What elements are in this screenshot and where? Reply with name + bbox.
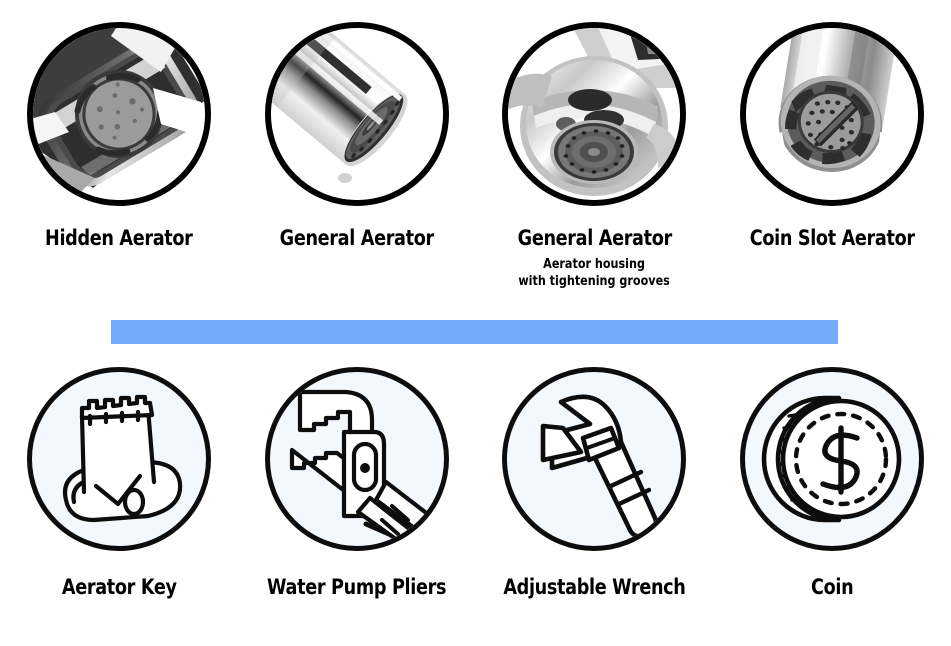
aerator-item-hidden: Hidden Aerator bbox=[0, 22, 238, 290]
tool-label: Aerator Key bbox=[61, 575, 177, 599]
aerator-item-coin-slot: Coin Slot Aerator bbox=[713, 22, 951, 290]
aerator-label: General Aerator bbox=[517, 226, 672, 250]
aerator-label: General Aerator bbox=[279, 226, 435, 250]
aerator-label: Hidden Aerator bbox=[45, 226, 193, 250]
aerator-key-icon bbox=[26, 367, 211, 551]
aerator-item-general: General Aerator bbox=[238, 22, 476, 290]
aerator-sublabel: Aerator housing with tightening grooves bbox=[519, 256, 670, 290]
tool-label: Water Pump Pliers bbox=[267, 575, 447, 599]
aerator-subline-2: with tightening grooves bbox=[518, 274, 671, 289]
tool-item-adjustable-wrench: Adjustable Wrench bbox=[476, 367, 714, 599]
tool-label: Coin bbox=[810, 575, 854, 599]
tool-item-water-pump-pliers: Water Pump Pliers bbox=[238, 367, 476, 599]
coin-icon bbox=[740, 367, 925, 551]
tool-label: Adjustable Wrench bbox=[503, 575, 686, 599]
water-pump-pliers-icon bbox=[264, 367, 449, 551]
general-aerator-photo bbox=[264, 22, 449, 206]
aerator-label: Coin Slot Aerator bbox=[749, 226, 915, 250]
tool-icon-row: Aerator Key bbox=[0, 367, 951, 599]
tool-item-coin: Coin bbox=[713, 367, 951, 599]
hidden-aerator-photo bbox=[26, 22, 211, 206]
aerator-item-general-housing: General Aerator Aerator housing with tig… bbox=[476, 22, 714, 290]
general-aerator-housing-photo bbox=[502, 22, 687, 206]
adjustable-wrench-icon bbox=[502, 367, 687, 551]
tool-item-aerator-key: Aerator Key bbox=[0, 367, 238, 599]
aerator-subline-1: Aerator housing bbox=[543, 257, 646, 272]
coin-slot-aerator-photo bbox=[740, 22, 925, 206]
aerator-photo-row: Hidden Aerator bbox=[0, 22, 951, 290]
section-divider-bar bbox=[111, 320, 838, 344]
